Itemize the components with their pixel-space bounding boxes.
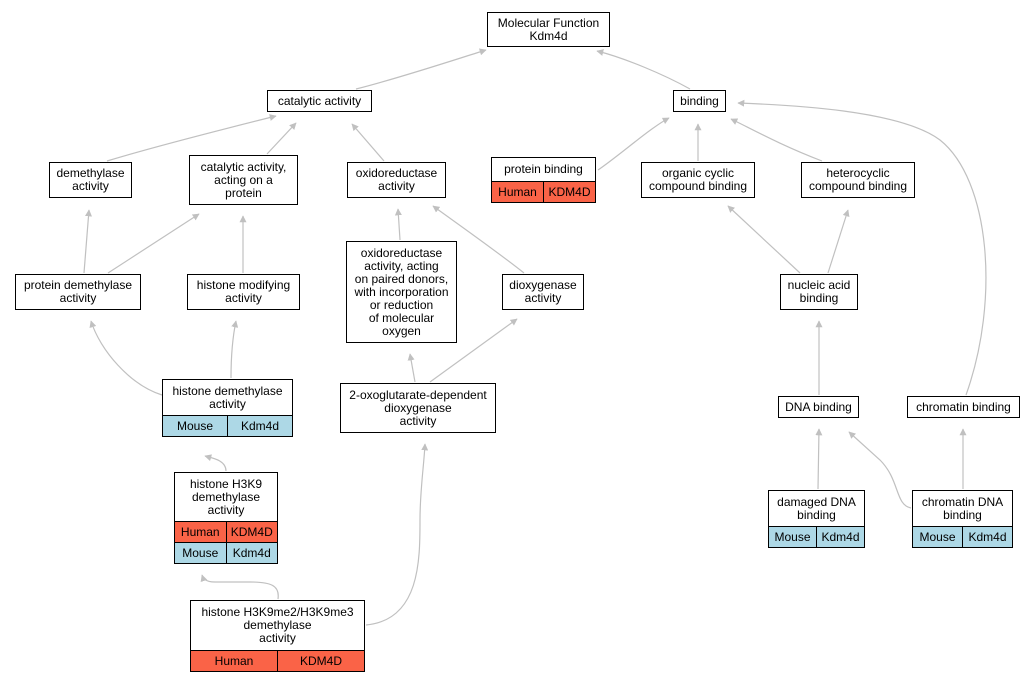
species-cell: Human (498, 185, 537, 199)
edge-chromatin_binding-to-binding (737, 99, 987, 396)
node-binding[interactable]: binding (673, 90, 726, 112)
node-label: histone H3K9me2/H3K9me3 demethylase acti… (201, 605, 354, 645)
edge-chromatin_dna-to-dna_binding (848, 431, 912, 509)
edge-h3k9me2-to-h3k9 (200, 574, 279, 600)
node-label: organic cyclic compound binding (648, 166, 748, 193)
node-label: protein binding (504, 162, 583, 176)
node-dioxygenase[interactable]: dioxygenase activity (502, 274, 584, 310)
edge-oxoglut-to-dioxygenase (429, 318, 518, 383)
node-label: DNA binding (785, 399, 852, 414)
edge-h3k9-to-hist_demeth (204, 454, 227, 472)
node-label: damaged DNA binding (777, 494, 856, 522)
edge-prot_demeth-to-cat_protein (107, 213, 200, 274)
node-h3k9me2[interactable]: histone H3K9me2/H3K9me3 demethylase acti… (190, 600, 365, 672)
species-cell: Mouse (176, 419, 214, 433)
annotation-row-human: Human KDM4D (175, 521, 277, 542)
annotation-row-mouse: Mouse Kdm4d (175, 542, 277, 563)
gene-cell[interactable]: KDM4D (543, 182, 595, 202)
node-label: heterocyclic compound binding (808, 166, 908, 193)
gene-cell[interactable]: Kdm4d (816, 527, 864, 547)
edge-h3k9me2-to-oxoglut (365, 443, 429, 626)
edge-binding-to-mf (596, 49, 691, 90)
edge-nucleic-to-heterocyclic (827, 209, 850, 274)
edge-damaged_dna-to-dna_binding (815, 428, 823, 490)
node-histone_mod[interactable]: histone modifying activity (187, 274, 300, 310)
node-chromatin_binding[interactable]: chromatin binding (907, 396, 1020, 418)
species-cell: Human (180, 525, 220, 539)
node-oxido_paired[interactable]: oxidoreductase activity, acting on paire… (346, 241, 457, 343)
node-nucleic[interactable]: nucleic acid binding (780, 274, 858, 310)
edge-nucleic-to-org_cyclic (727, 205, 801, 274)
species-cell: Mouse (774, 530, 811, 544)
node-label: histone H3K9 demethylase activity (189, 476, 263, 517)
edge-hist_demeth-to-histone_mod (230, 320, 239, 379)
node-label: catalytic activity, acting on a protein (200, 159, 287, 200)
node-label: oxidoreductase activity, acting on paire… (354, 245, 449, 338)
edge-cat_protein-to-catalytic (266, 122, 297, 155)
edge-hist_demeth-to-prot_demeth (89, 320, 163, 396)
gene-cell[interactable]: Kdm4d (962, 527, 1012, 547)
annotation-row-human: Human KDM4D (492, 181, 595, 202)
node-label: protein demethylase activity (23, 278, 133, 305)
node-label: 2-oxoglutarate-dependent dioxygenase act… (349, 387, 487, 428)
node-catalytic[interactable]: catalytic activity (267, 90, 372, 112)
node-cat_protein[interactable]: catalytic activity, acting on a protein (189, 155, 298, 205)
node-dna_binding[interactable]: DNA binding (778, 396, 859, 418)
annotation-row-mouse: Mouse Kdm4d (769, 526, 864, 547)
node-label: catalytic activity (277, 93, 362, 108)
node-oxidoreductase[interactable]: oxidoreductase activity (347, 162, 446, 198)
node-label: oxidoreductase activity (355, 166, 438, 193)
edge-oxido_paired-to-oxidoreductase (394, 208, 402, 241)
node-label: binding (680, 93, 719, 108)
annotation-row-mouse: Mouse Kdm4d (913, 526, 1012, 547)
node-label: histone modifying activity (196, 278, 291, 305)
node-label: demethylase activity (56, 166, 125, 193)
species-cell: Human (214, 654, 254, 668)
edge-oxidoreductase-to-catalytic (351, 123, 385, 162)
node-org_cyclic[interactable]: organic cyclic compound binding (641, 162, 755, 198)
edge-protein_binding-to-binding (597, 117, 670, 171)
node-oxoglut[interactable]: 2-oxoglutarate-dependent dioxygenase act… (340, 383, 496, 433)
annotation-row-mouse: Mouse Kdm4d (163, 415, 292, 436)
edge-oxoglut-to-oxido_paired (407, 353, 416, 383)
node-label: chromatin binding (916, 399, 1011, 414)
node-label: histone demethylase activity (172, 383, 283, 411)
edge-heterocyclic-to-binding (730, 118, 823, 162)
edge-prot_demeth-to-demethylase (83, 209, 92, 274)
gene-cell[interactable]: KDM4D (277, 651, 364, 671)
node-label: Molecular Function Kdm4d (497, 15, 600, 43)
node-label: nucleic acid binding (787, 278, 851, 305)
node-prot_demeth[interactable]: protein demethylase activity (15, 274, 141, 310)
annotation-row-human: Human KDM4D (191, 650, 364, 671)
node-label: chromatin DNA binding (921, 494, 1004, 522)
gene-cell[interactable]: Kdm4d (227, 416, 292, 436)
node-demethylase[interactable]: demethylase activity (49, 162, 132, 198)
node-mf[interactable]: Molecular Function Kdm4d (487, 12, 610, 47)
node-heterocyclic[interactable]: heterocyclic compound binding (801, 162, 915, 198)
edge-catalytic-to-mf (355, 48, 487, 90)
gene-cell[interactable]: Kdm4d (225, 543, 278, 563)
gene-cell[interactable]: KDM4D (225, 522, 278, 542)
edge-demethylase-to-catalytic (106, 114, 277, 162)
node-label: dioxygenase activity (509, 278, 577, 305)
species-cell: Mouse (182, 546, 219, 560)
edge-dioxygenase-to-oxidoreductase (432, 205, 525, 274)
species-cell: Mouse (919, 530, 956, 544)
